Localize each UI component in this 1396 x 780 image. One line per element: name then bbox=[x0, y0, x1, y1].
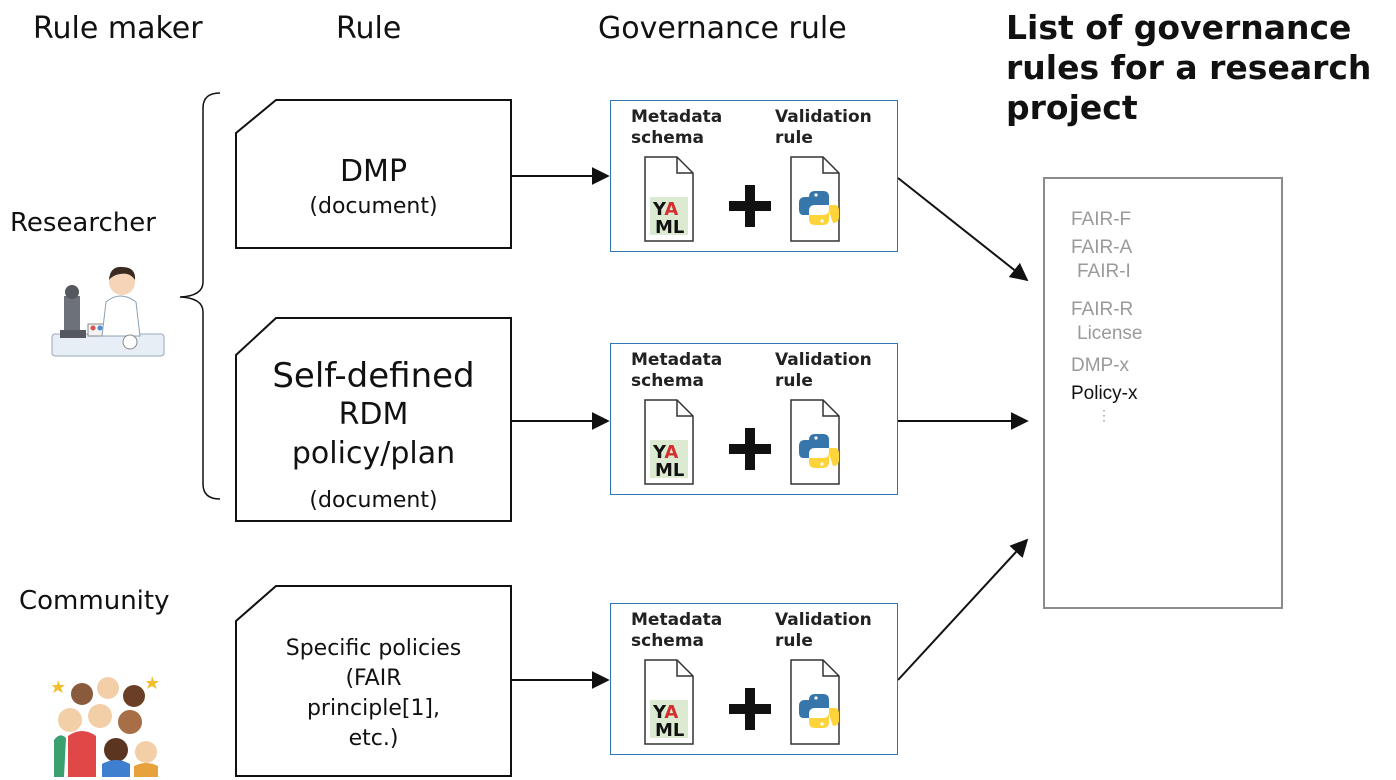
metadata-schema-label: Metadata schema bbox=[631, 350, 723, 391]
governance-rule-box: Metadata schema Validation rule YA ML bbox=[610, 603, 898, 755]
governance-icons: YA ML bbox=[644, 156, 840, 242]
validation-rule-label: Validation rule bbox=[775, 350, 872, 391]
plus-icon bbox=[729, 185, 771, 227]
plus-icon bbox=[729, 688, 771, 730]
yaml-file-icon: YA ML bbox=[644, 399, 694, 485]
self-defined-subtitle: (document) bbox=[309, 488, 438, 513]
list-item-license: License bbox=[1077, 323, 1143, 344]
svg-text:YA: YA bbox=[652, 442, 678, 463]
governance-icons: YA ML bbox=[644, 399, 840, 485]
svg-text:YA: YA bbox=[652, 702, 678, 723]
specific-line2: (FAIR bbox=[345, 666, 402, 691]
svg-text:ML: ML bbox=[655, 217, 684, 238]
validation-rule-label: Validation rule bbox=[775, 610, 872, 651]
dmp-subtitle: (document) bbox=[309, 194, 438, 219]
metadata-schema-label: Metadata schema bbox=[631, 107, 723, 148]
specific-document: Specific policies (FAIR principle[1], et… bbox=[236, 586, 511, 776]
community-illustration bbox=[52, 676, 159, 777]
list-item-fair-a: FAIR-A bbox=[1071, 237, 1133, 258]
python-file-icon bbox=[790, 659, 840, 745]
self-defined-doc-shape bbox=[235, 317, 512, 522]
dmp-doc-shape bbox=[235, 99, 512, 249]
arrow-gov3-to-list bbox=[897, 538, 1029, 681]
metadata-schema-label: Metadata schema bbox=[631, 610, 723, 651]
governance-rule-box: Metadata schema Validation rule YA ML bbox=[610, 343, 898, 495]
list-ellipsis: ⋮ bbox=[1097, 407, 1111, 423]
list-title-line1: List of governance bbox=[1006, 8, 1352, 47]
header-rule-maker: Rule maker bbox=[33, 11, 203, 46]
list-item-fair-r: FAIR-R bbox=[1071, 299, 1134, 320]
specific-line1: Specific policies bbox=[285, 636, 462, 661]
svg-text:ML: ML bbox=[655, 720, 684, 741]
self-defined-document: Self-defined RDM policy/plan (document) bbox=[236, 318, 511, 521]
researcher-label: Researcher bbox=[10, 208, 156, 238]
header-governance-rule: Governance rule bbox=[598, 11, 847, 46]
svg-text:ML: ML bbox=[655, 460, 684, 481]
header-rule: Rule bbox=[336, 11, 402, 46]
specific-line3: principle[1], bbox=[306, 696, 441, 721]
plus-icon bbox=[729, 428, 771, 470]
list-item-dmp-x: DMP-x bbox=[1071, 355, 1130, 376]
self-defined-line1: Self-defined bbox=[272, 356, 475, 396]
python-file-icon bbox=[790, 399, 840, 485]
list-item-fair-i: FAIR-I bbox=[1077, 261, 1131, 282]
list-title: List of governance rules for a research … bbox=[1006, 8, 1371, 128]
dmp-title: DMP bbox=[339, 154, 408, 189]
svg-text:YA: YA bbox=[652, 199, 678, 220]
governance-rule-box: Metadata schema Validation rule YA ML bbox=[610, 100, 898, 252]
list-title-line3: project bbox=[1006, 88, 1138, 127]
python-file-icon bbox=[790, 156, 840, 242]
specific-line4: etc.) bbox=[348, 726, 399, 751]
list-item-fair-f: FAIR-F bbox=[1071, 209, 1132, 230]
self-defined-line2: RDM bbox=[338, 397, 409, 432]
list-title-line2: rules for a research bbox=[1006, 48, 1372, 87]
governance-icons: YA ML bbox=[644, 659, 840, 745]
researcher-brace bbox=[179, 92, 221, 500]
self-defined-line3: policy/plan bbox=[291, 436, 456, 471]
arrow-gov1-to-list bbox=[897, 177, 1029, 282]
community-label: Community bbox=[19, 586, 170, 616]
list-item-policy-x: Policy-x bbox=[1071, 383, 1138, 404]
yaml-file-icon: YA ML bbox=[644, 659, 694, 745]
yaml-file-icon: YA ML bbox=[644, 156, 694, 242]
governance-rule-list: FAIR-F FAIR-A FAIR-I FAIR-R License DMP-… bbox=[1043, 177, 1283, 609]
validation-rule-label: Validation rule bbox=[775, 107, 872, 148]
dmp-document: DMP (document) bbox=[236, 100, 511, 248]
researcher-illustration bbox=[51, 266, 165, 357]
